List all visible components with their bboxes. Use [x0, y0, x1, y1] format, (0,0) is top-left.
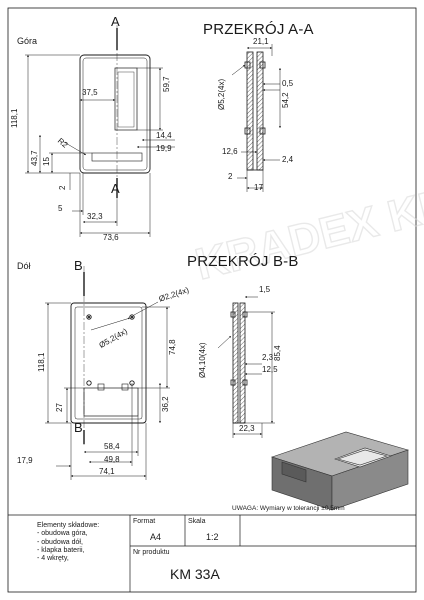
dim-label: 37,5	[82, 88, 98, 97]
dim-label: 22,3	[239, 424, 255, 433]
dim-label: 74,8	[168, 339, 177, 355]
list-item: - klapka baterii,	[37, 546, 85, 554]
dim-label: 43,7	[30, 150, 39, 166]
scale-label: Skala	[188, 518, 206, 525]
top-view	[79, 25, 151, 200]
dim-label: 32,3	[87, 212, 103, 221]
dim-label: 118,1	[37, 352, 46, 372]
dim-label: 118,1	[10, 108, 19, 128]
components-list: Elementy składowe: - obudowa góra, - obu…	[37, 522, 137, 563]
bottom-view-dimensions	[45, 301, 170, 480]
format-value: A4	[150, 532, 162, 542]
list-item: - 4 wkręty,	[37, 555, 69, 562]
bottom-view	[70, 266, 147, 445]
section-a-view	[244, 51, 266, 171]
dim-label: 19,9	[156, 144, 172, 153]
product-number-label: Nr produktu	[133, 549, 170, 556]
isometric-enclosure-render	[271, 431, 409, 511]
dim-label: 17	[254, 183, 263, 192]
cut-line-b-top-label: B	[74, 258, 83, 273]
dim-label: 21,1	[253, 37, 269, 46]
dim-label: 54,2	[281, 92, 290, 108]
dim-label: Ø5,2(4x)	[217, 78, 226, 110]
list-item: - obudowa góra,	[37, 530, 88, 538]
product-number-value: KM 33A	[170, 566, 220, 582]
top-view-label: Góra	[17, 36, 38, 46]
dim-label: 12,6	[222, 147, 238, 156]
scale-value: 1:2	[206, 532, 219, 542]
dim-label: 59,7	[162, 76, 171, 92]
cut-line-a-bottom-label: A	[111, 181, 120, 196]
list-item: - obudowa dół,	[37, 538, 83, 546]
dim-label: 74,1	[99, 467, 115, 476]
list-item: Elementy składowe:	[37, 522, 100, 529]
section-b-view	[230, 302, 248, 424]
title-block	[8, 514, 416, 592]
dim-label: 27	[55, 403, 64, 412]
cut-line-a-top-label: A	[111, 14, 120, 29]
dim-label: 73,6	[103, 233, 119, 242]
dim-label: 1,5	[259, 285, 271, 294]
dim-label: 14,4	[156, 131, 172, 140]
cut-line-b-bottom-label: B	[74, 420, 83, 435]
dim-label: 12,5	[262, 365, 278, 374]
dim-label: 85,4	[273, 345, 282, 361]
dim-label: 17,9	[17, 456, 33, 465]
section-b-title: PRZEKRÓJ B-B	[187, 253, 299, 270]
top-view-dimensions	[25, 54, 175, 237]
dim-label: 49,8	[104, 455, 120, 464]
bottom-view-label: Dół	[17, 261, 31, 271]
dim-label: 5	[58, 204, 63, 213]
format-label: Format	[133, 518, 156, 525]
dim-label: 36,2	[161, 396, 170, 412]
dim-label: 0,5	[282, 79, 294, 88]
dim-label: Ø4,10(4x)	[198, 342, 207, 378]
section-a-dimensions	[231, 44, 281, 192]
sheet-border	[7, 7, 417, 593]
dim-label: 2,3	[262, 353, 274, 362]
section-a-title: PRZEKRÓJ A-A	[203, 21, 314, 38]
dim-label: 2	[228, 172, 233, 181]
dim-label: 2	[58, 185, 67, 190]
dim-label: 15	[42, 157, 51, 166]
section-b-dimensions	[217, 296, 275, 438]
dim-label: 58,4	[104, 442, 120, 451]
tolerance-note: UWAGA: Wymiary w tolerancji ±0,5mm	[232, 505, 345, 512]
dim-label: 2,4	[282, 155, 294, 164]
